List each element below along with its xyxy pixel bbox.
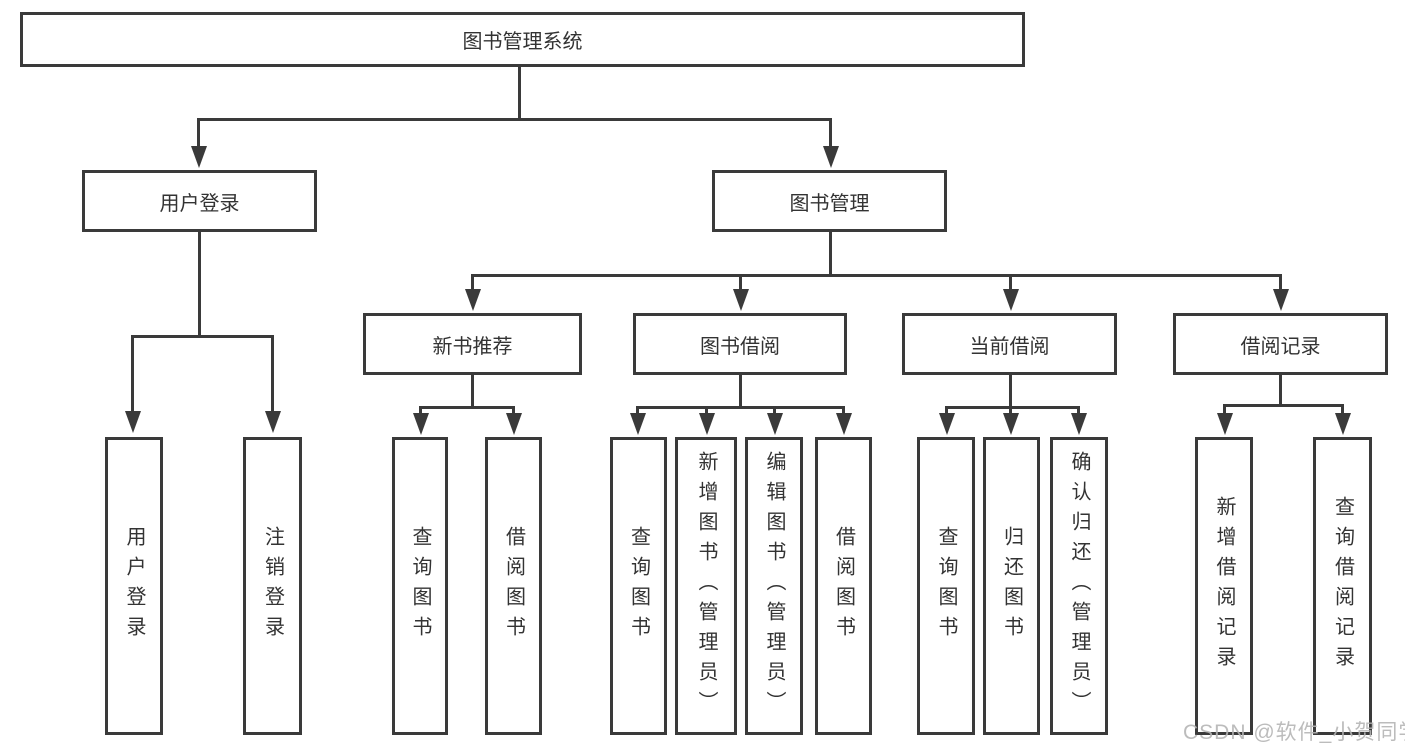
connector-currentborrow-rail [945,406,1080,409]
leaf-cb-confirm-return-admin-label: 确认归还（管理员） [1068,451,1090,721]
leaf-cb-query-books: 查询图书 [917,437,975,735]
leaf-rec-borrow-books-label: 借阅图书 [502,526,525,646]
connector-newbookrec-rail [419,406,515,409]
connector-bookmgmt-drop-3 [1009,274,1012,289]
leaf-cb-return-books-label: 归还图书 [1000,526,1023,646]
leaf-rec-query-books-label: 查询图书 [409,526,431,646]
connector-bookborrow-drop-1 [636,406,639,413]
leaf-bb-edit-books-admin-label: 编辑图书（管理员） [763,451,785,721]
connector-root-drop-left [197,118,200,146]
arrow-to-user-login [191,146,207,168]
arrow-to-rec-borrow [506,413,522,435]
connector-currentborrow-drop-1 [945,406,948,413]
arrow-to-br-add [1217,413,1233,435]
node-current-borrow: 当前借阅 [902,313,1117,375]
leaf-bb-add-books-admin-label: 新增图书（管理员） [695,451,717,721]
arrow-to-logout-leaf [265,411,281,433]
connector-newbookrec-stem [471,375,474,406]
connector-currentborrow-drop-3 [1077,406,1080,413]
connector-userlogin-drop-2 [271,335,274,411]
node-user-login: 用户登录 [82,170,317,232]
connector-bookmgmt-drop-1 [471,274,474,289]
arrow-to-br-query [1335,413,1351,435]
leaf-br-add-record: 新增借阅记录 [1195,437,1253,735]
connector-bookmgmt-drop-4 [1279,274,1282,289]
node-book-management-label: 图书管理 [789,192,870,215]
csdn-watermark: CSDN @软件_小贺同学 [1183,721,1405,744]
leaf-bb-query-books: 查询图书 [610,437,667,735]
node-root: 图书管理系统 [20,12,1025,67]
leaf-user-login-label: 用户登录 [123,526,145,646]
connector-bookborrow-stem [739,375,742,406]
connector-borrowrecords-drop-2 [1341,404,1344,413]
leaf-br-query-record-label: 查询借阅记录 [1331,496,1354,676]
arrow-to-new-book-rec [465,289,481,311]
connector-bookborrow-drop-4 [842,406,845,413]
connector-bookmgmt-drop-2 [739,274,742,289]
arrow-to-bb-add [699,413,715,435]
connector-root-drop-right [829,118,832,146]
node-user-login-label: 用户登录 [159,192,240,215]
connector-newbookrec-drop-2 [512,406,515,413]
leaf-bb-borrow-books: 借阅图书 [815,437,872,735]
connector-root-rail [197,118,832,121]
arrow-to-book-borrow [733,289,749,311]
leaf-cb-return-books: 归还图书 [983,437,1040,735]
connector-userlogin-stem [198,232,201,335]
leaf-logout: 注销登录 [243,437,302,735]
arrow-to-book-management [823,146,839,168]
connector-currentborrow-stem [1009,375,1012,406]
leaf-cb-query-books-label: 查询图书 [935,526,957,646]
leaf-rec-query-books: 查询图书 [392,437,448,735]
arrow-to-user-login-leaf [125,411,141,433]
arrow-to-borrow-records [1273,289,1289,311]
leaf-br-add-record-label: 新增借阅记录 [1213,496,1235,676]
node-current-borrow-label: 当前借阅 [969,335,1050,358]
connector-bookborrow-drop-2 [705,406,708,413]
leaf-bb-query-books-label: 查询图书 [627,526,650,646]
arrow-to-cb-confirm [1071,413,1087,435]
node-new-book-rec-label: 新书推荐 [432,335,513,358]
arrow-to-bb-borrow [836,413,852,435]
connector-newbookrec-drop-1 [419,406,422,413]
arrow-to-bb-query [630,413,646,435]
connector-userlogin-drop-1 [131,335,134,411]
connector-bookmgmt-stem [829,232,832,274]
connector-bookmgmt-rail [471,274,1282,277]
node-root-label: 图书管理系统 [462,31,583,53]
leaf-user-login: 用户登录 [105,437,163,735]
arrow-to-current-borrow [1003,289,1019,311]
connector-borrowrecords-rail [1223,404,1342,407]
leaf-logout-label: 注销登录 [261,526,284,646]
connector-currentborrow-drop-2 [1009,406,1012,413]
connector-borrowrecords-stem [1279,375,1282,404]
leaf-bb-edit-books-admin: 编辑图书（管理员） [745,437,803,735]
node-book-borrow-label: 图书借阅 [700,335,780,358]
node-borrow-records: 借阅记录 [1173,313,1388,375]
connector-bookborrow-rail [636,406,845,409]
arrow-to-rec-query [413,413,429,435]
connector-userlogin-rail [131,335,273,338]
arrow-to-cb-query [939,413,955,435]
leaf-cb-confirm-return-admin: 确认归还（管理员） [1050,437,1108,735]
arrow-to-cb-return [1003,413,1019,435]
node-book-management: 图书管理 [712,170,947,232]
arrow-to-bb-edit [767,413,783,435]
leaf-bb-borrow-books-label: 借阅图书 [832,526,855,646]
leaf-br-query-record: 查询借阅记录 [1313,437,1372,735]
node-new-book-rec: 新书推荐 [363,313,582,375]
leaf-rec-borrow-books: 借阅图书 [485,437,542,735]
connector-root-stem [518,67,521,118]
connector-bookborrow-drop-3 [773,406,776,413]
node-book-borrow: 图书借阅 [633,313,847,375]
node-borrow-records-label: 借阅记录 [1240,335,1321,358]
leaf-bb-add-books-admin: 新增图书（管理员） [675,437,737,735]
connector-borrowrecords-drop-1 [1223,404,1226,413]
